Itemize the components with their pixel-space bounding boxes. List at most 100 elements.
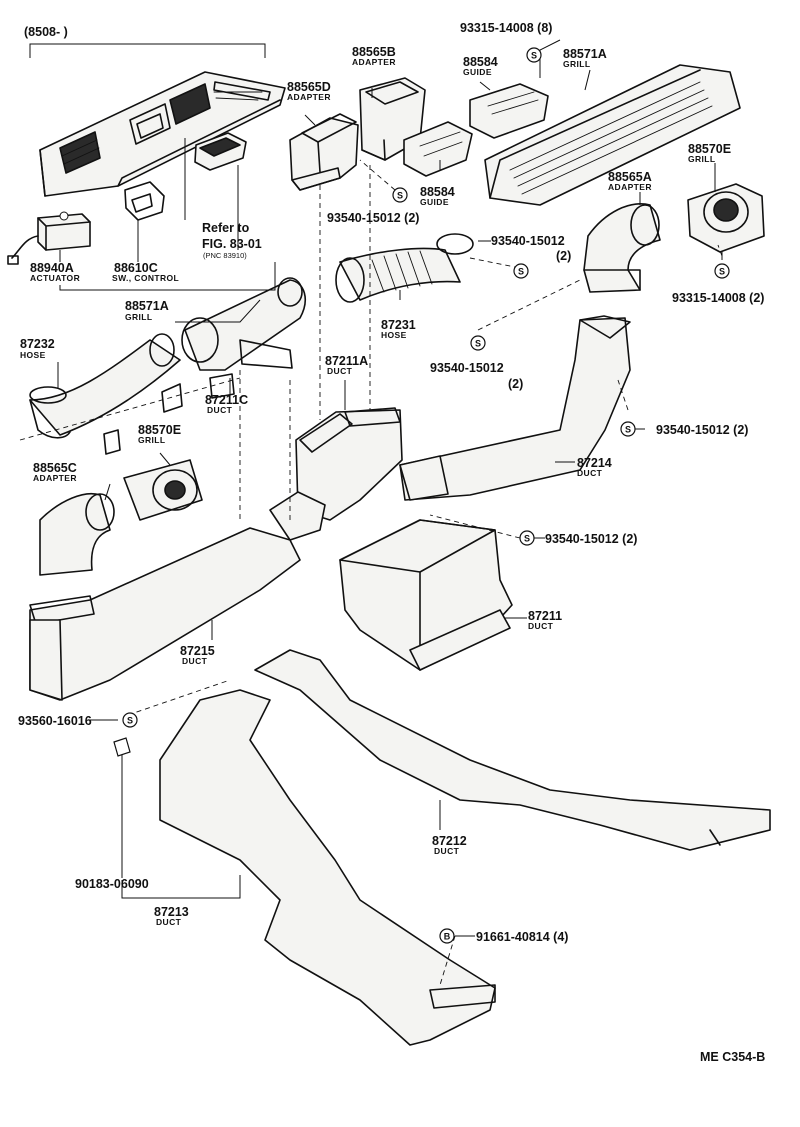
part-number-87215: 87215 (180, 644, 215, 658)
group-code-label: (8508- ) (24, 25, 68, 39)
svg-text:S: S (719, 267, 725, 277)
grill-88570E-left-art (103, 429, 203, 521)
part-number-87213: 87213 (154, 905, 189, 919)
fastener-number-93540-c: 93540-15012 (430, 361, 504, 375)
duct-87214-art (399, 315, 631, 501)
adapter-88565C-art (39, 493, 115, 576)
part-name-87211: DUCT (528, 621, 554, 631)
part-number-87212: 87212 (432, 834, 467, 848)
fastener-number-93540-b: 93540-15012 (491, 234, 565, 248)
fastener-number-93560: 93560-16016 (18, 714, 92, 728)
part-number-87211C: 87211C (205, 393, 248, 407)
s-symbol-93540-a: S (392, 187, 408, 203)
part-number-88565D: 88565D (287, 80, 331, 94)
svg-text:S: S (524, 534, 530, 544)
part-name-87211C: DUCT (207, 405, 233, 415)
part-number-87231: 87231 (381, 318, 416, 332)
part-number-87211A: 87211A (325, 354, 368, 368)
fastener-qty-93540-c: (2) (508, 377, 523, 391)
hose-87231-art (335, 233, 474, 303)
part-name-88570E-right: GRILL (688, 154, 716, 164)
part-number-88571A-left: 88571A (125, 299, 169, 313)
labels: (8508- ) Refer to FIG. 83-01 (PNC 83910)… (18, 21, 765, 1064)
part-artwork (7, 64, 771, 1046)
fastener-number-93540-e: 93540-15012 (2) (545, 532, 637, 546)
part-name-88584-low: GUIDE (420, 197, 449, 207)
part-name-87213: DUCT (156, 917, 182, 927)
part-number-88565A: 88565A (608, 170, 652, 184)
part-name-87231: HOSE (381, 330, 407, 340)
svg-text:S: S (531, 51, 537, 61)
part-name-88565B: ADAPTER (352, 57, 396, 67)
duct-87211C-art (161, 373, 235, 413)
s-symbol-93540-e: S (519, 530, 535, 546)
part-number-87232: 87232 (20, 337, 55, 351)
part-number-88565C: 88565C (33, 461, 77, 475)
part-number-88570E-left: 88570E (138, 423, 181, 437)
duct-87211-art (339, 519, 513, 671)
part-number-88565B: 88565B (352, 45, 396, 59)
grill-88570E-right-art (687, 183, 765, 253)
fastener-number-90183: 90183-06090 (75, 877, 149, 891)
part-name-88571A-left: GRILL (125, 312, 153, 322)
part-name-87214: DUCT (577, 468, 603, 478)
part-name-88940A: ACTUATOR (30, 273, 80, 283)
part-number-88570E-right: 88570E (688, 142, 731, 156)
reference-line2: FIG. 83-01 (202, 237, 262, 251)
fastener-number-91661: 91661-40814 (4) (476, 930, 568, 944)
part-name-88570E-left: GRILL (138, 435, 166, 445)
adapter-88565A-art (583, 203, 661, 293)
assembly-dash-lines (19, 159, 723, 986)
hose-87232-art (29, 333, 181, 439)
part-number-87211: 87211 (528, 609, 562, 623)
reference-line3: (PNC 83910) (203, 251, 247, 260)
footer-code: ME C354-B (700, 1050, 765, 1064)
part-number-88584-low: 88584 (420, 185, 455, 199)
s-symbol-93315-right: S (714, 263, 730, 279)
fastener-number-93315-top: 93315-14008 (8) (460, 21, 552, 35)
actuator-art (7, 211, 91, 265)
s-symbol-93315-top: S (526, 47, 542, 63)
duct-87211A-art (269, 407, 403, 541)
s-symbol-93540-b: S (513, 263, 529, 279)
adapter-88565D-art (289, 113, 359, 191)
part-number-88584-top: 88584 (463, 55, 498, 69)
part-number-88610C: 88610C (114, 261, 158, 275)
leader-lines (29, 39, 723, 937)
s-symbol-93540-c: S (470, 335, 486, 351)
reference-line1: Refer to (202, 221, 250, 235)
grill-88571A-left-art (181, 277, 306, 371)
part-name-87232: HOSE (20, 350, 46, 360)
part-number-87214: 87214 (577, 456, 612, 470)
svg-text:S: S (475, 339, 481, 349)
fastener-number-93315-right: 93315-14008 (2) (672, 291, 764, 305)
part-name-88565A: ADAPTER (608, 182, 652, 192)
duct-87213-art (159, 689, 496, 1046)
part-name-87215: DUCT (182, 656, 208, 666)
duct-87215-art (29, 527, 301, 701)
svg-text:S: S (625, 425, 631, 435)
part-name-88584-top: GUIDE (463, 67, 492, 77)
svg-text:B: B (444, 932, 451, 942)
part-name-87212: DUCT (434, 846, 460, 856)
grill-88571A-right-art (484, 64, 741, 206)
part-number-88940A: 88940A (30, 261, 74, 275)
part-name-88565C: ADAPTER (33, 473, 77, 483)
part-name-88571A-right: GRILL (563, 59, 591, 69)
guide-88584-art (403, 83, 549, 177)
cluster-grill-panel-art (39, 71, 286, 197)
svg-text:S: S (518, 267, 524, 277)
duct-87212-art (254, 649, 771, 851)
fastener-number-93540-d: 93540-15012 (2) (656, 423, 748, 437)
part-number-88571A-right: 88571A (563, 47, 607, 61)
s-symbol-93560: S (122, 712, 138, 728)
part-name-87211A: DUCT (327, 366, 353, 376)
svg-text:S: S (127, 716, 133, 726)
fastener-number-93540-a: 93540-15012 (2) (327, 211, 419, 225)
b-symbol-91661: B (439, 928, 455, 944)
control-switch-art (124, 132, 247, 221)
clip-90183-icon (113, 737, 131, 757)
fastener-qty-93540-b: (2) (556, 249, 571, 263)
